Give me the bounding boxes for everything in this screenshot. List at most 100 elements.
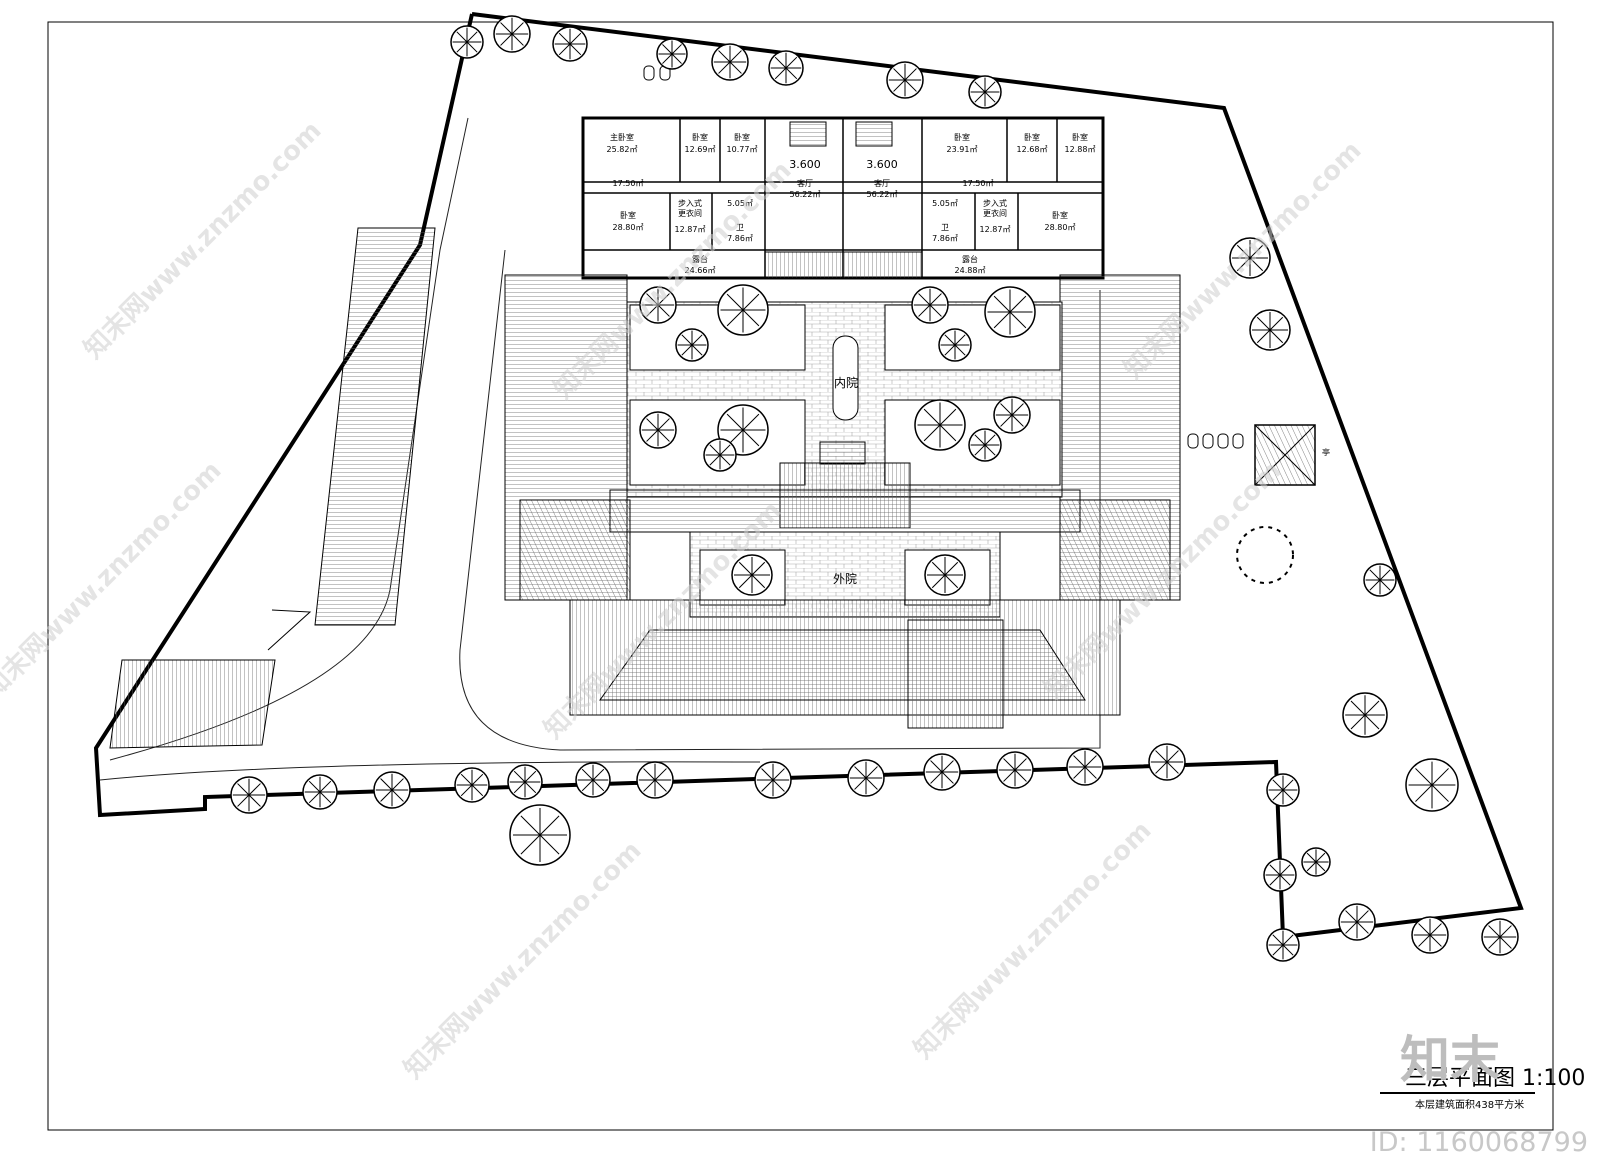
tree-branch: [954, 344, 966, 356]
room-area: 56.22㎡: [790, 190, 821, 199]
tree-branch: [654, 779, 667, 792]
tree-branch: [709, 454, 721, 466]
tree-branch: [1073, 755, 1086, 768]
southwest-roof: [109, 659, 276, 749]
tree-branch: [524, 781, 537, 794]
tree-branch: [993, 295, 1011, 313]
tree-branch: [1236, 244, 1251, 259]
room-area: 5.05㎡: [932, 199, 958, 208]
tree-branch: [1269, 864, 1281, 876]
tree-branch: [761, 768, 774, 781]
tree-branch: [1003, 758, 1016, 771]
room-label: 卧室: [620, 210, 636, 220]
round-planting: [1236, 526, 1294, 584]
tree-branch: [1011, 414, 1024, 427]
tree-branch: [939, 424, 957, 442]
tree-branch: [1155, 761, 1168, 774]
tree-branch: [691, 334, 703, 346]
tree-branch: [466, 41, 478, 53]
tree-branch: [993, 311, 1011, 329]
tree-branch: [929, 304, 942, 317]
tree-branch: [569, 32, 582, 45]
tree-branch: [248, 794, 261, 807]
tree-branch: [581, 768, 594, 781]
room-area: 12.87㎡: [675, 225, 706, 234]
tree-branch: [1269, 316, 1284, 331]
tree-branch: [1429, 934, 1442, 947]
tree-branch: [646, 304, 659, 317]
tree-branch: [1282, 944, 1294, 956]
tree-branch: [539, 815, 560, 836]
tree-branch: [671, 53, 682, 64]
tree-branch: [643, 768, 656, 781]
tree-branch: [854, 766, 867, 779]
room-area: 17.50㎡: [963, 179, 994, 188]
tree-branch: [1379, 569, 1391, 581]
room-label: 更衣间: [678, 208, 702, 218]
tree-branch: [513, 770, 526, 783]
tree-branch: [774, 67, 787, 80]
road-edge-inner: [459, 249, 1101, 751]
room-label: 客厅: [797, 178, 813, 188]
tree-branch: [931, 574, 946, 589]
room-area: 24.66㎡: [685, 266, 716, 275]
tree-branch: [1272, 934, 1284, 946]
tree-branch: [944, 561, 959, 576]
tree-branch: [691, 344, 703, 356]
tree-branch: [729, 50, 742, 63]
tree-branch: [539, 834, 560, 855]
tree-branch: [1256, 316, 1271, 331]
tree-branch: [930, 771, 943, 784]
tree-branch: [1429, 923, 1442, 936]
room-label: 步入式: [983, 198, 1007, 208]
tree-branch: [1306, 861, 1317, 872]
tree-branch: [1369, 569, 1381, 581]
tree-branch: [984, 444, 996, 456]
tree-branch: [742, 429, 760, 447]
tree-branch: [1350, 714, 1366, 730]
tree-branch: [719, 454, 731, 466]
tree-branch: [1014, 758, 1027, 771]
tree-branch: [460, 784, 473, 797]
courtyard-complex: [504, 274, 1181, 729]
west-roof-strip: [314, 227, 436, 626]
tree-branch: [671, 44, 682, 55]
tree-branch: [1249, 244, 1264, 259]
pavilion-ridge: [1254, 424, 1316, 486]
room-area: 7.86㎡: [727, 234, 753, 243]
tree-branch: [751, 574, 766, 589]
tree-branch: [1345, 921, 1358, 934]
tree-branch: [391, 778, 404, 791]
tree-branch: [1369, 579, 1381, 591]
tree-branch: [1431, 768, 1449, 786]
drawing-subtitle: 本层建筑面积438平方米: [1415, 1098, 1524, 1111]
tree-branch: [1364, 700, 1380, 716]
tree-branch: [646, 418, 659, 431]
stair-right: [855, 121, 893, 147]
tree-branch: [1272, 789, 1284, 801]
entry-steps: [764, 251, 923, 279]
tree-branch: [785, 56, 798, 69]
tree-branch: [974, 444, 986, 456]
tree-branch: [726, 309, 744, 327]
tree-branch: [1350, 700, 1366, 716]
tree-branch: [520, 815, 541, 836]
tree-branch: [1269, 874, 1281, 886]
tree-branch: [984, 434, 996, 446]
tree-branch: [1488, 925, 1501, 938]
tree-branch: [1073, 766, 1086, 779]
tree-branch: [643, 779, 656, 792]
tree-branch: [1166, 750, 1179, 763]
elevation-mark: 3.600: [866, 158, 898, 171]
room-label: 卧室: [1024, 132, 1040, 142]
tree-branch: [592, 768, 605, 781]
tree-branch: [923, 424, 941, 442]
tree-branch: [1084, 755, 1097, 768]
tree-branch: [1009, 311, 1027, 329]
tree-branch: [1166, 761, 1179, 774]
tree-branch: [471, 784, 484, 797]
tree-branch: [657, 418, 670, 431]
room-label: 露台: [962, 254, 978, 264]
tree-branch: [726, 293, 744, 311]
tree-branch: [511, 22, 524, 35]
